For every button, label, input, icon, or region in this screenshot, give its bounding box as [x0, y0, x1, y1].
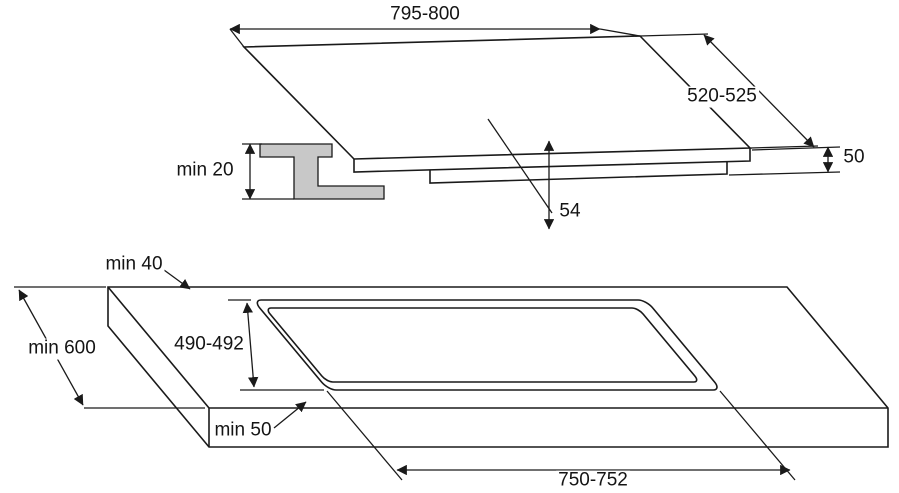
worktop-cutout [253, 300, 721, 390]
dim-cutout-width-ext-left [326, 390, 403, 481]
cutout-outer-edge [253, 300, 721, 390]
dim-height-label: 50 [841, 146, 867, 169]
dim-width-ext-left [229, 28, 245, 48]
hob-view [242, 35, 752, 200]
dim-front-arrow [273, 401, 307, 429]
dim-cutout-depth-line [242, 302, 259, 388]
dim-recess-depth-label: 54 [557, 200, 583, 223]
dim-clearance-below-label: min 20 [174, 159, 236, 182]
dim-cutout-width-label: 750-752 [556, 469, 630, 492]
dim-depth-line [703, 34, 815, 148]
hob-housing-box [429, 161, 728, 184]
dim-cutout-depth-label: 490-492 [172, 333, 246, 356]
dim-width-label: 795-800 [388, 3, 462, 26]
dim-recess-leader [487, 118, 553, 214]
cutout-inner-edge [265, 308, 700, 382]
dim-height-ext-bottom [728, 171, 841, 176]
dim-depth-label: 520-525 [685, 85, 759, 108]
dim-front-distance-label: min 50 [212, 419, 274, 442]
hob-dimensions [229, 23, 841, 230]
dim-rear-distance-label: min 40 [103, 253, 165, 276]
hob-glass-surface [242, 35, 752, 160]
dim-depth-ext-top [639, 33, 709, 37]
dim-rear-arrow [163, 269, 191, 290]
worktop-left-edge [107, 286, 210, 409]
dim-width-ext-right [599, 28, 641, 37]
mounting-bracket [259, 143, 385, 200]
worktop-dimensions [14, 269, 796, 481]
dim-worktop-depth-label: min 600 [26, 337, 98, 360]
